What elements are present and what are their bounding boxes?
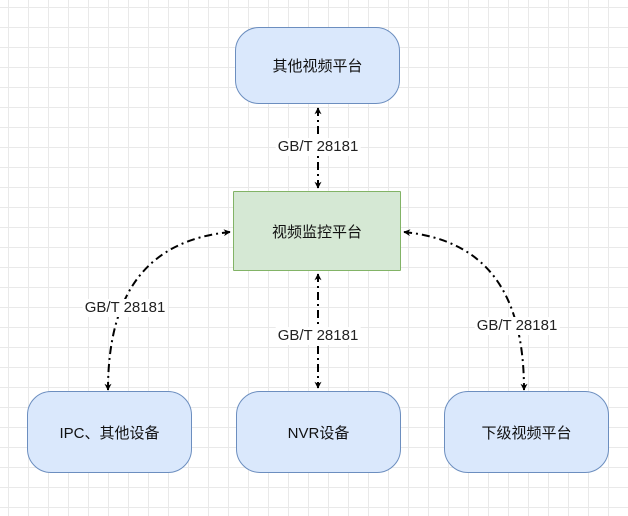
node-other-video-platform[interactable]: 其他视频平台 [235, 27, 400, 104]
node-lower-video-platform[interactable]: 下级视频平台 [444, 391, 609, 473]
node-video-surveillance-platform[interactable]: 视频监控平台 [233, 191, 401, 271]
node-ipc-devices[interactable]: IPC、其他设备 [27, 391, 192, 473]
node-label: IPC、其他设备 [59, 424, 160, 442]
node-nvr-devices[interactable]: NVR设备 [236, 391, 401, 473]
node-label: 其他视频平台 [272, 58, 363, 75]
node-label: 下级视频平台 [481, 424, 572, 442]
edge-label-middle: GB/T 28181 [275, 327, 361, 345]
node-label: NVR设备 [287, 424, 350, 442]
edge-label-right: GB/T 28181 [474, 317, 560, 335]
node-label: 视频监控平台 [271, 223, 362, 241]
edge-center-lower [403, 229, 528, 391]
edge-label-top: GB/T 28181 [275, 138, 361, 156]
edge-label-left: GB/T 28181 [82, 299, 168, 317]
